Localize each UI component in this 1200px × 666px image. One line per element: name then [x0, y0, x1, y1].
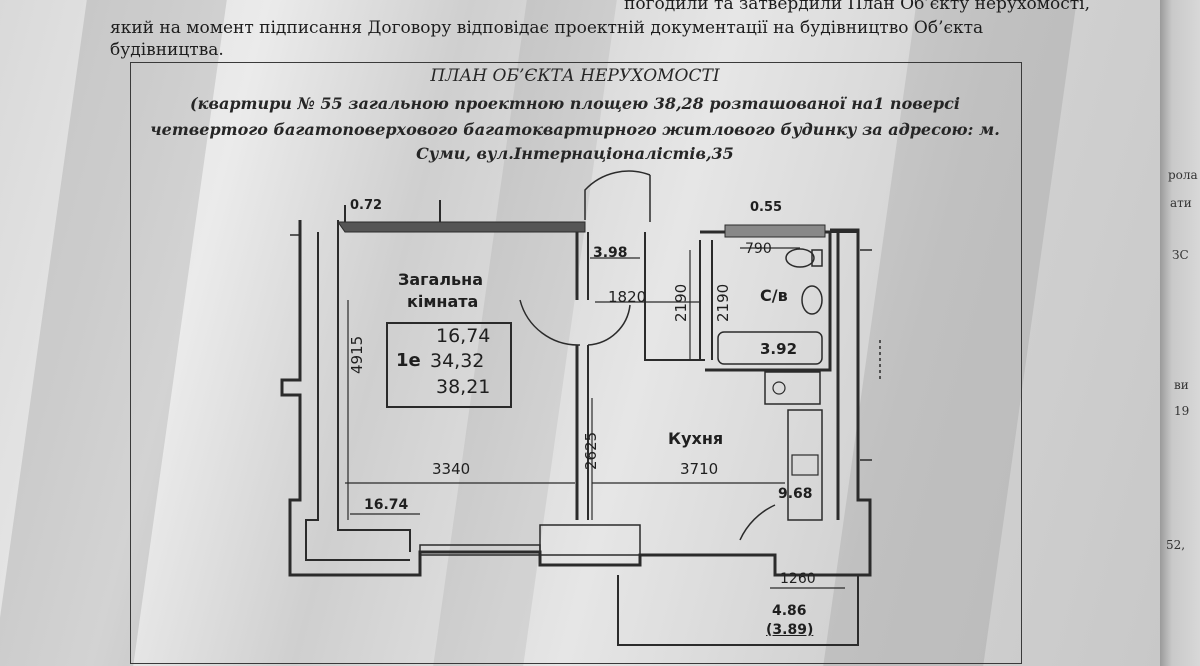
- usable-area-value: 34,32: [430, 350, 485, 372]
- side-fragment: ати: [1170, 196, 1192, 210]
- plan-title: ПЛАН ОБ’ЄКТА НЕРУХОМОСТІ: [430, 66, 720, 86]
- balcony-area: 4.86: [772, 603, 807, 619]
- side-fragment: 19: [1174, 404, 1190, 418]
- living-area-value: 16,74: [436, 325, 491, 347]
- apartment-type: 1е: [396, 350, 421, 371]
- dim-bath-height-2: 2190: [714, 283, 732, 322]
- dim-bath-height-1: 2190: [672, 283, 690, 322]
- side-fragment: рола: [1168, 168, 1198, 182]
- dim-room-width: 3340: [432, 460, 471, 478]
- bathroom-area: 3.92: [760, 340, 798, 358]
- header-partial-line: погодили та затвердили План Об’єкту неру…: [624, 0, 1090, 14]
- plan-subtitle-line-3: Суми, вул.Інтернаціоналістів,35: [416, 144, 734, 163]
- room-area: 16.74: [364, 497, 409, 513]
- kitchen-area: 9.68: [778, 486, 813, 502]
- dim-kitchen-width: 3710: [680, 460, 719, 478]
- adjacent-sheet: рола ати ЗС ви 19 52,: [1160, 0, 1200, 666]
- hall-area: 3.98: [593, 245, 628, 261]
- side-fragment: ЗС: [1172, 248, 1189, 262]
- room-general-label-1: Загальна: [398, 270, 484, 289]
- dim-room-height: 4915: [348, 335, 366, 374]
- bathroom-label: С/в: [760, 286, 788, 305]
- apartment-area-box: [386, 322, 512, 408]
- dim-top-right-partial: 0.55: [750, 200, 783, 215]
- dim-top-left-partial: 0.72: [350, 198, 383, 213]
- kitchen-label: Кухня: [668, 429, 724, 448]
- plan-frame: [130, 62, 1022, 664]
- balcony-area-reduced: (3.89): [766, 622, 814, 638]
- plan-subtitle-line-1: (квартири № 55 загальною проектною площе…: [190, 94, 960, 113]
- total-area-value: 38,21: [436, 376, 491, 398]
- side-fragment: ви: [1174, 378, 1189, 392]
- dim-hall-width: 1820: [608, 288, 647, 306]
- dim-balcony-width: 1260: [780, 571, 816, 587]
- side-fragment: 52,: [1166, 538, 1186, 552]
- header-line-2: будівництва.: [110, 40, 224, 60]
- dim-kitchen-height: 2625: [582, 431, 600, 470]
- plan-subtitle-line-2: четвертого багатоповерхового багатокварт…: [150, 120, 1000, 139]
- dim-bath-width: 790: [745, 241, 772, 257]
- floor-plan-drawing: [280, 170, 881, 646]
- header-line-1: який на момент підписання Договору відпо…: [110, 18, 984, 38]
- document-page: погодили та затвердили План Об’єкту неру…: [0, 0, 1168, 666]
- room-general-label-2: кімната: [407, 292, 479, 311]
